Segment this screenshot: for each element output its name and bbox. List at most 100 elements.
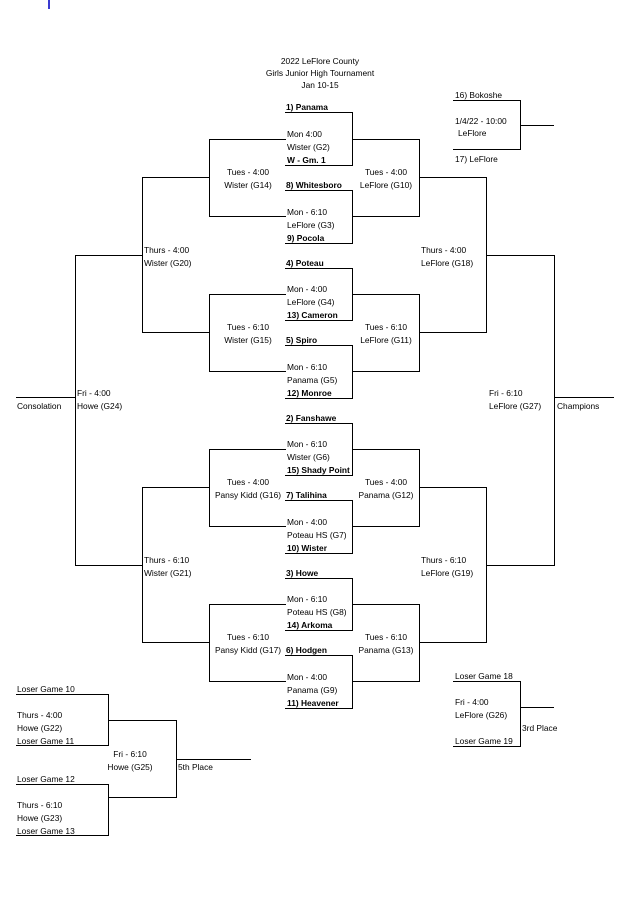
- g2-site: LeFlore (G3): [287, 220, 335, 230]
- cons-connector: [75, 255, 76, 566]
- third-connector: [520, 681, 521, 747]
- third-result-line: [520, 707, 554, 708]
- fifth-final-time: Fri - 6:10: [113, 749, 147, 759]
- championship-site: LeFlore (G27): [489, 401, 542, 411]
- sf-left-bottom-bottom: [142, 642, 210, 643]
- g3-site: LeFlore (G4): [287, 297, 335, 307]
- g8-top-line: [285, 655, 353, 656]
- g7-bottom-team: 14) Arkoma: [287, 620, 333, 630]
- g3-time: Mon - 4:00: [287, 284, 328, 294]
- sf-right-bottom-time: Thurs - 6:10: [421, 555, 467, 565]
- qf-right-3-time: Tues - 4:00: [364, 477, 408, 487]
- champions-label: Champions: [557, 401, 600, 411]
- g2-time: Mon - 6:10: [287, 207, 328, 217]
- g7-top-line: [285, 578, 353, 579]
- fifth-final-site: Howe (G25): [107, 762, 153, 772]
- fifth-result-line: [176, 759, 251, 760]
- qf-right-3-bottom: [352, 526, 420, 527]
- qf-right-3-connector: [419, 449, 420, 527]
- qf-left-2-time: Tues - 6:10: [226, 322, 270, 332]
- fifth-a-top-team: Loser Game 10: [17, 684, 75, 694]
- qf-right-2-time: Tues - 6:10: [364, 322, 408, 332]
- qf-right-1-bottom: [352, 216, 420, 217]
- g3-bottom-line: [285, 320, 353, 321]
- g7-time: Mon - 6:10: [287, 594, 328, 604]
- fifth-a-site: Howe (G22): [17, 723, 63, 733]
- tournament-dates: Jan 10-15: [301, 80, 339, 90]
- tournament-title-line1: 2022 LeFlore County: [280, 56, 360, 66]
- sf-left-bottom-top: [142, 487, 210, 488]
- g5-time: Mon - 6:10: [287, 439, 328, 449]
- tournament-title-line2: Girls Junior High Tournament: [265, 68, 375, 78]
- g6-top-team: 7) Talihina: [286, 490, 327, 500]
- sf-right-bottom-site: LeFlore (G19): [421, 568, 474, 578]
- qf-left-1-time: Tues - 4:00: [226, 167, 270, 177]
- sf-left-top-bottom: [142, 332, 210, 333]
- playin-bottom: [453, 149, 521, 150]
- g8-bottom-line: [285, 708, 353, 709]
- qf-left-1-connector: [209, 139, 210, 217]
- qf-left-3-bottom: [209, 526, 286, 527]
- playin-site: LeFlore: [458, 128, 487, 138]
- qf-left-2-connector: [209, 294, 210, 372]
- g4-time: Mon - 6:10: [287, 362, 328, 372]
- playin-top: [453, 100, 521, 101]
- fifth-final-bottom: [108, 797, 177, 798]
- qf-left-1-bottom: [209, 216, 286, 217]
- third-place-label: 3rd Place: [522, 723, 558, 733]
- fifth-b-time: Thurs - 6:10: [17, 800, 63, 810]
- fifth-b-bottom-team: Loser Game 13: [17, 826, 75, 836]
- g5-site: Wister (G6): [287, 452, 330, 462]
- g8-connector: [352, 655, 353, 709]
- champ-result-line: [554, 397, 614, 398]
- third-time: Fri - 4:00: [455, 697, 489, 707]
- sf-left-bottom-time: Thurs - 6:10: [144, 555, 190, 565]
- qf-right-4-time: Tues - 6:10: [364, 632, 408, 642]
- championship-time: Fri - 6:10: [489, 388, 523, 398]
- consolation-label: Consolation: [17, 401, 62, 411]
- qf-left-2-top: [209, 294, 286, 295]
- playin-time: 1/4/22 - 10:00: [455, 116, 507, 126]
- qf-left-4-site: Pansy Kidd (G17): [214, 645, 282, 655]
- sf-right-bottom-top: [419, 487, 487, 488]
- g4-bottom-line: [285, 398, 353, 399]
- fifth-b-bottom: [16, 835, 109, 836]
- sf-right-top-bottom: [419, 332, 487, 333]
- champ-bottom: [486, 565, 555, 566]
- fifth-final-top: [108, 720, 177, 721]
- qf-right-1-top: [352, 139, 420, 140]
- fifth-a-bottom: [16, 745, 109, 746]
- playin-result-line: [520, 125, 554, 126]
- qf-right-1-site: LeFlore (G10): [359, 180, 413, 190]
- g1-bottom-team: W - Gm. 1: [287, 155, 326, 165]
- third-bottom-team: Loser Game 19: [455, 736, 513, 746]
- g8-site: Panama (G9): [287, 685, 338, 695]
- g5-top-team: 2) Fanshawe: [286, 413, 337, 423]
- qf-right-1-time: Tues - 4:00: [364, 167, 408, 177]
- g2-top-team: 8) Whitesboro: [286, 180, 342, 190]
- g6-bottom-team: 10) Wister: [287, 543, 327, 553]
- qf-right-2-top: [352, 294, 420, 295]
- qf-right-4-bottom: [352, 681, 420, 682]
- qf-left-4-connector: [209, 604, 210, 682]
- fifth-place-label: 5th Place: [178, 762, 213, 772]
- qf-right-2-connector: [419, 294, 420, 372]
- sf-left-top-site: Wister (G20): [144, 258, 192, 268]
- third-top-team: Loser Game 18: [455, 671, 513, 681]
- qf-right-4-site: Panama (G13): [358, 645, 414, 655]
- g2-connector: [352, 190, 353, 244]
- sf-right-bottom-bottom: [419, 642, 487, 643]
- playin-top-team: 16) Bokoshe: [455, 90, 503, 100]
- sf-left-bottom-site: Wister (G21): [144, 568, 192, 578]
- qf-left-4-top: [209, 604, 286, 605]
- sf-left-top-top: [142, 177, 210, 178]
- g1-top-team: 1) Panama: [286, 102, 328, 112]
- cons-bottom: [75, 565, 143, 566]
- g4-bottom-team: 12) Monroe: [287, 388, 332, 398]
- qf-left-3-top: [209, 449, 286, 450]
- qf-right-3-top: [352, 449, 420, 450]
- g6-bottom-line: [285, 553, 353, 554]
- fifth-a-time: Thurs - 4:00: [17, 710, 63, 720]
- g1-top-line: [285, 112, 353, 113]
